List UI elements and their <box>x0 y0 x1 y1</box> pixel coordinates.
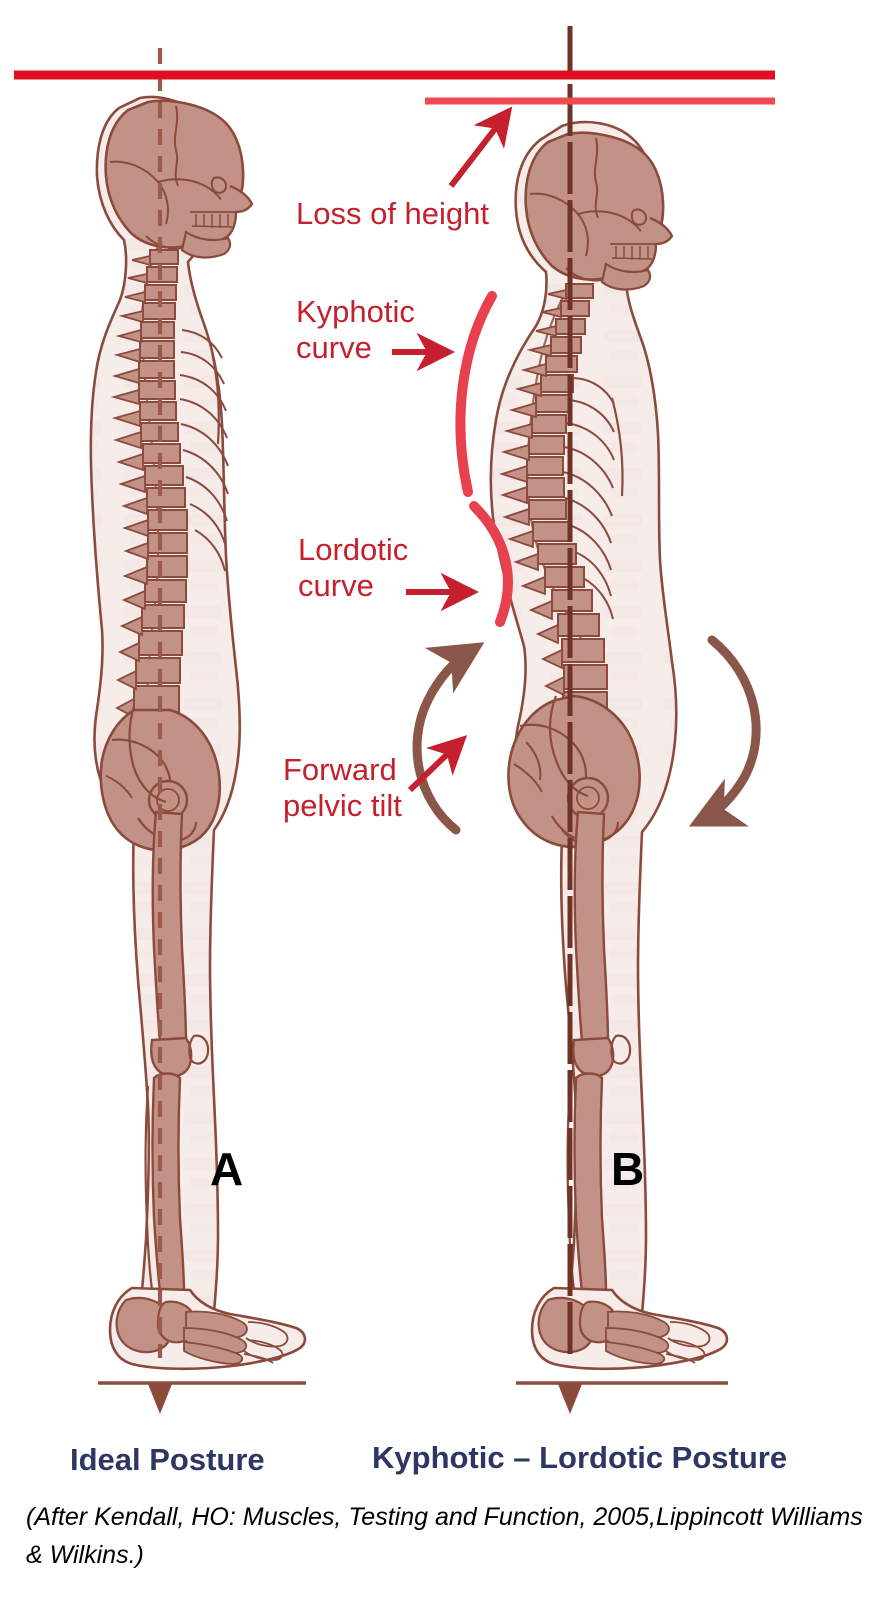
annotation-forward-pelvic-tilt: Forward pelvic tilt <box>283 752 402 823</box>
figure-a-ideal-posture <box>89 48 307 1414</box>
loss-of-height-arrow-icon <box>448 106 513 188</box>
source-attribution: (After Kendall, HO: Muscles, Testing and… <box>26 1503 863 1569</box>
figure-a-femur <box>151 810 188 1044</box>
figure-a-skull <box>104 99 254 259</box>
pelvis-rotation-left-curved-arrow-icon <box>412 642 485 835</box>
pelvis-rotation-right-curved-arrow-icon <box>688 635 761 827</box>
panel-label-a: A <box>210 1143 244 1195</box>
figure-b-plumb-arrowhead <box>558 1384 582 1414</box>
figure-b-pelvis <box>507 694 641 849</box>
figure-b-kyphotic-lordotic-posture <box>489 26 729 1414</box>
figure-b-femur <box>573 810 610 1044</box>
annotation-kyphotic-curve: Kyphotic curve <box>296 294 415 365</box>
kyphotic-curve-arc <box>455 291 497 497</box>
figure-a-ribcage <box>179 329 229 572</box>
figure-b-spine <box>499 279 608 725</box>
annotation-loss-of-height: Loss of height <box>296 196 490 231</box>
panel-label-b: B <box>611 1143 645 1195</box>
lordotic-curve-arc <box>469 501 513 627</box>
figure-b-foot <box>530 1286 729 1371</box>
forward-pelvic-tilt-arrow-icon <box>407 735 468 793</box>
figure-b-knee <box>572 1034 632 1078</box>
figure-b-skull <box>524 131 674 291</box>
figure-a-plumb-arrowhead <box>148 1384 172 1414</box>
caption-ideal-posture: Ideal Posture <box>70 1442 265 1477</box>
annotation-lordotic-curve: Lordotic curve <box>298 532 409 603</box>
caption-kyphotic-lordotic-posture: Kyphotic – Lordotic Posture <box>372 1440 788 1475</box>
